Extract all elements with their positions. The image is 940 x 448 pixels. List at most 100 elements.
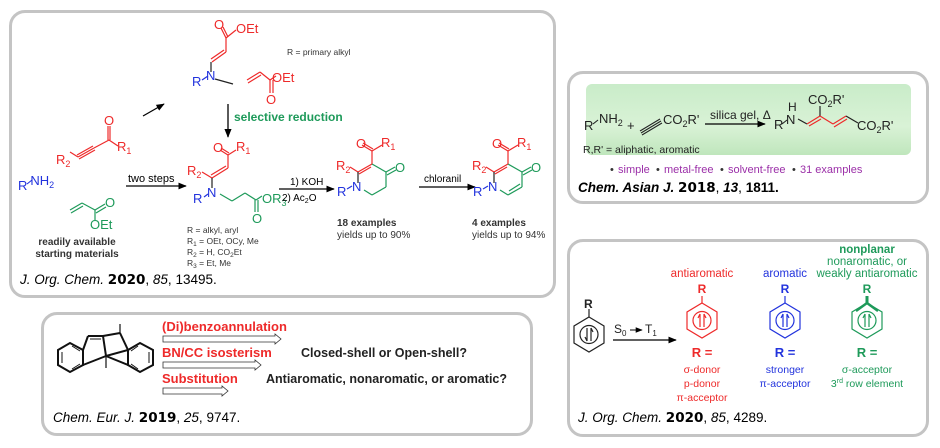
atom-n: N bbox=[206, 68, 215, 83]
product-rn-bond bbox=[781, 119, 788, 125]
benzene-aromatic bbox=[769, 296, 801, 339]
acrylate-oet: OEt bbox=[90, 217, 113, 232]
citation-journal: Chem. Eur. J. bbox=[53, 410, 136, 425]
selective-reduction-label: selective reduction bbox=[234, 110, 343, 124]
aromatic-r: R bbox=[781, 282, 790, 296]
intermediate-r1: R1 bbox=[236, 139, 250, 156]
intermediate-r2: R2 bbox=[187, 163, 201, 180]
aromatic-desc: stronger bbox=[766, 364, 805, 376]
atom-o: O bbox=[214, 17, 224, 32]
t1-label: T1 bbox=[645, 322, 657, 338]
amine-bond bbox=[26, 179, 33, 185]
strategy-substitution: Substitution bbox=[162, 371, 238, 386]
atom-o: O bbox=[492, 136, 502, 151]
aromatic-title: aromatic bbox=[763, 268, 807, 280]
product2-yields: yields up to 94% bbox=[472, 230, 545, 241]
citation-year: 2020 bbox=[665, 410, 704, 426]
antiaromatic-desc: σ-donor bbox=[684, 364, 721, 376]
start-r: R bbox=[584, 297, 593, 311]
citation-year: 2019 bbox=[138, 410, 177, 426]
arrow-condition: silica gel, Δ bbox=[710, 108, 771, 122]
nonplanar-sub: weakly antiaromatic bbox=[816, 268, 918, 280]
def-r1: R1 = OEt, OCy, Me bbox=[187, 236, 259, 248]
product-r: R bbox=[774, 117, 783, 132]
reaction-highlight-box bbox=[586, 84, 911, 155]
citation-journal: J. Org. Chem. bbox=[20, 272, 105, 287]
product2-r1: R1 bbox=[517, 135, 531, 152]
feature-list: • simple • metal-free • solvent-free • 3… bbox=[610, 164, 863, 176]
product1-yields: yields up to 90% bbox=[337, 230, 410, 241]
nonplanar-desc: 3rd row element bbox=[831, 378, 903, 390]
product1-examples: 18 examples bbox=[337, 218, 397, 229]
antiaromatic-r: R bbox=[698, 282, 707, 296]
ynone-r2: R2 bbox=[56, 152, 70, 169]
product1-r1: R1 bbox=[381, 135, 395, 152]
citation-journal: Chem. Asian J. bbox=[578, 180, 675, 195]
scope-note: R,R' = aliphatic, aromatic bbox=[583, 144, 700, 156]
product2-examples: 4 examples bbox=[472, 218, 526, 229]
panel-excited-state-aromaticity bbox=[567, 239, 929, 437]
strategy-benzoannulation: (Di)benzoannulation bbox=[162, 319, 287, 334]
nonplanar-r: R bbox=[863, 282, 872, 296]
ac2o-label: 2) Ac2O bbox=[282, 193, 317, 205]
nonplanar-desc: σ-acceptor bbox=[842, 364, 893, 376]
s0-label: S0 bbox=[614, 322, 627, 338]
pyridinone-product bbox=[482, 142, 533, 196]
r-definition-note: R = primary alkyl bbox=[287, 47, 351, 57]
citation-pages: 1811. bbox=[745, 180, 779, 195]
strategy-arrows bbox=[162, 333, 282, 397]
dienyl-chain bbox=[797, 106, 859, 128]
citation-year: 2018 bbox=[678, 180, 716, 196]
amine-r: R bbox=[584, 118, 593, 133]
antiaromatic-req: R = bbox=[692, 345, 713, 360]
citation-panel2: Chem. Asian J. 2018, 13, 1811. bbox=[578, 180, 779, 196]
ynone-r1: R1 bbox=[117, 139, 131, 156]
atom-o: O bbox=[266, 92, 276, 107]
citation-panel1: J. Org. Chem. 2020, 85, 13495. bbox=[20, 272, 217, 288]
atom-r: R bbox=[337, 184, 346, 199]
two-steps-label: two steps bbox=[128, 173, 175, 185]
atom-o: O bbox=[252, 211, 262, 226]
question-shell: Closed-shell or Open-shell? bbox=[301, 346, 467, 360]
nonplanar-req: R = bbox=[857, 345, 878, 360]
ynone-structure bbox=[69, 126, 119, 160]
benzene-nonplanar bbox=[851, 296, 883, 339]
atom-r: R bbox=[473, 184, 482, 199]
atom-r: R bbox=[193, 191, 202, 206]
atom-n: N bbox=[352, 179, 361, 194]
nonplanar-sub: nonaromatic, or bbox=[827, 256, 907, 268]
citation-pages: 9747. bbox=[206, 410, 241, 425]
feature-bullet: • bbox=[720, 164, 724, 176]
atom-o: O bbox=[213, 140, 223, 155]
feature-examples: 31 examples bbox=[800, 164, 863, 176]
antiaromatic-desc: p-donor bbox=[684, 378, 721, 390]
citation-volume: 25 bbox=[183, 410, 199, 425]
feature-metal-free: metal-free bbox=[664, 164, 714, 176]
citation-panel4: Chem. Eur. J. 2019, 25, 9747. bbox=[53, 410, 241, 426]
substituent-definitions: R = alkyl, aryl R1 = OEt, OCy, Me R2 = H… bbox=[187, 225, 259, 270]
ester-oet-top: OEt bbox=[236, 21, 259, 36]
atom-o: O bbox=[104, 113, 114, 128]
atom-o: O bbox=[356, 136, 366, 151]
citation-year: 2020 bbox=[107, 272, 146, 288]
ethyl-acrylate-structure bbox=[69, 202, 107, 220]
product-ester-top: CO2R' bbox=[808, 92, 844, 109]
antiaromatic-title: antiaromatic bbox=[671, 268, 734, 280]
citation-volume: 85 bbox=[152, 272, 168, 287]
koh-label: 1) KOH bbox=[290, 177, 323, 188]
atom-n: N bbox=[488, 179, 497, 194]
citation-panel3: J. Org. Chem. 2020, 85, 4289. bbox=[578, 410, 768, 426]
citation-pages: 4289. bbox=[733, 410, 768, 425]
enaminone-intermediate bbox=[201, 147, 263, 212]
citation-journal: J. Org. Chem. bbox=[578, 410, 663, 425]
product2-r2: R2 bbox=[472, 158, 486, 175]
benzene-antiaromatic bbox=[686, 296, 718, 339]
atom-r: R bbox=[192, 74, 201, 89]
amine-nh2: NH2 bbox=[599, 111, 623, 128]
product-ester-right: CO2R' bbox=[857, 118, 893, 135]
nonplanar-title: nonplanar bbox=[839, 244, 895, 256]
product1-r2: R2 bbox=[336, 158, 350, 175]
feature-bullet: • bbox=[610, 164, 614, 176]
